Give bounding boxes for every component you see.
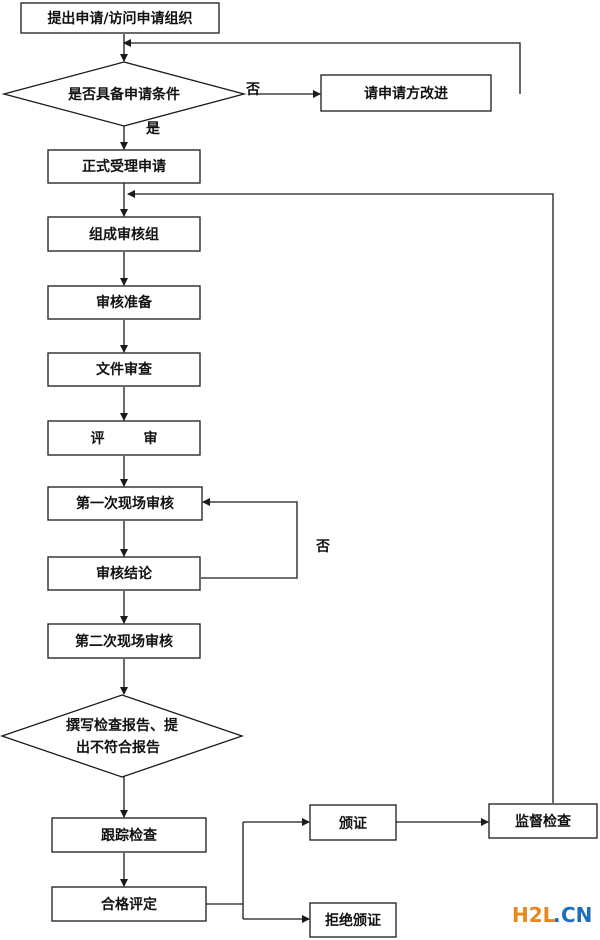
node-second-audit-label: 第二次现场审核 bbox=[75, 633, 173, 650]
node-conclusion: 审核结论 bbox=[47, 556, 201, 591]
node-prepare: 审核准备 bbox=[47, 285, 201, 320]
node-accept-label: 正式受理申请 bbox=[82, 158, 166, 175]
node-start: 提出申请/访问申请组织 bbox=[20, 2, 220, 34]
node-tracking: 跟踪检查 bbox=[51, 817, 207, 853]
node-second-audit: 第二次现场审核 bbox=[47, 623, 201, 659]
connectors bbox=[120, 34, 554, 923]
node-conclusion-label: 审核结论 bbox=[96, 565, 153, 582]
node-evaluate: 评 审 bbox=[47, 420, 201, 456]
node-qualify: 合格评定 bbox=[51, 886, 207, 922]
node-refuse-label: 拒绝颁证 bbox=[325, 912, 381, 929]
node-supervise-label: 监督检查 bbox=[515, 813, 572, 830]
node-form-team: 组成审核组 bbox=[47, 216, 201, 252]
watermark-h2l: H2L bbox=[512, 903, 556, 927]
node-condition-check-label: 是否具备申请条件 bbox=[68, 86, 180, 103]
node-prepare-label: 审核准备 bbox=[96, 294, 153, 311]
node-doc-review: 文件审查 bbox=[47, 352, 201, 387]
node-form-team-label: 组成审核组 bbox=[89, 226, 159, 243]
node-tracking-label: 跟踪检查 bbox=[101, 827, 158, 844]
node-report-label-line1: 撰写检查报告、提 bbox=[66, 717, 179, 734]
node-start-label: 提出申请/访问申请组织 bbox=[47, 10, 192, 27]
node-refuse: 拒绝颁证 bbox=[309, 902, 397, 938]
node-report: 撰写检查报告、提 出不符合报告 bbox=[0, 694, 245, 778]
node-first-audit: 第一次现场审核 bbox=[47, 486, 203, 521]
node-improve: 请申请方改进 bbox=[320, 74, 492, 112]
node-doc-review-label: 文件审查 bbox=[96, 361, 153, 378]
edge-label-yes-condition: 是 bbox=[146, 121, 161, 137]
edge-supervise-feedback bbox=[127, 190, 554, 803]
edge-label-no-conclusion: 否 bbox=[315, 539, 330, 555]
watermark-cn: CN bbox=[561, 903, 592, 927]
node-condition-check: 是否具备申请条件 bbox=[1, 61, 247, 127]
node-qualify-label: 合格评定 bbox=[101, 896, 157, 913]
node-supervise: 监督检查 bbox=[488, 803, 598, 839]
edge-label-no-condition: 否 bbox=[245, 82, 260, 98]
node-certify: 颁证 bbox=[309, 804, 397, 841]
watermark-dot: . bbox=[553, 903, 561, 927]
edge-improve-feedback bbox=[123, 39, 521, 94]
node-improve-label: 请申请方改进 bbox=[364, 85, 448, 102]
node-report-label-line2: 出不符合报告 bbox=[76, 739, 160, 756]
node-accept: 正式受理申请 bbox=[47, 149, 201, 184]
node-first-audit-label: 第一次现场审核 bbox=[76, 495, 174, 512]
watermark-logo: H2L . CN bbox=[512, 903, 592, 927]
node-certify-label: 颁证 bbox=[339, 816, 367, 832]
node-evaluate-label: 评 审 bbox=[91, 430, 158, 447]
edge-conclusion-feedback bbox=[201, 498, 298, 579]
